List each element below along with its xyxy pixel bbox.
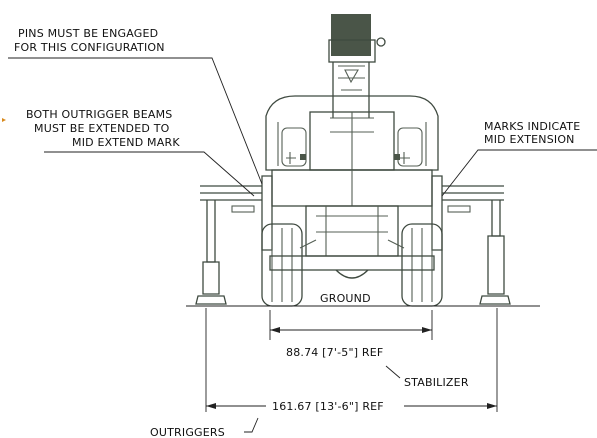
- beams-note-line1: BOTH OUTRIGGER BEAMS: [26, 108, 172, 121]
- stabilizer-dimension: 88.74 [7'-5"] REF STABILIZER: [269, 310, 469, 389]
- boom-bracket: [344, 69, 359, 84]
- beams-callout: BOTH OUTRIGGER BEAMS MUST BE EXTENDED TO…: [2, 108, 255, 197]
- marks-note-line1: MARKS INDICATE: [484, 120, 580, 133]
- left-outrigger: [195, 185, 262, 305]
- cab-outline: [265, 95, 439, 171]
- right-outrigger-cylinder: [487, 235, 505, 295]
- left-outrigger-beam: [200, 185, 262, 201]
- right-outrigger-pad: [479, 295, 511, 305]
- left-extension-mark: [231, 205, 255, 213]
- axle-lines: [316, 206, 388, 256]
- stabilizer-links: [299, 239, 405, 249]
- right-rail: [397, 127, 423, 167]
- boom-head: [331, 14, 371, 56]
- valve-right: [394, 154, 400, 160]
- axle-housing: [305, 205, 399, 257]
- accent-marker: [2, 118, 6, 122]
- stabilizer-dimension-text: 88.74 [7'-5"] REF: [286, 346, 383, 359]
- marks-callout: MARKS INDICATE MID EXTENSION: [441, 120, 597, 197]
- beams-note-line2: MUST BE EXTENDED TO: [34, 122, 170, 135]
- beams-note-line3: MID EXTEND MARK: [72, 136, 180, 149]
- boom-assembly: [328, 14, 386, 118]
- right-outrigger-leg: [491, 200, 501, 237]
- left-outrigger-pad: [195, 295, 227, 305]
- right-outrigger: [442, 185, 511, 305]
- ground-label: GROUND: [320, 292, 371, 305]
- outrigger-dimension: 161.67 [13'-6"] REF OUTRIGGERS: [150, 308, 498, 438]
- boom-column: [332, 62, 370, 118]
- left-tire-tread: [271, 228, 293, 302]
- right-tire-tread: [411, 228, 433, 302]
- valve-left: [300, 154, 306, 160]
- boom-sheave: [376, 37, 386, 47]
- right-outrigger-beam: [442, 185, 504, 201]
- beams-leader: [44, 151, 255, 197]
- boom-winch: [328, 39, 376, 63]
- marks-note-line2: MID EXTENSION: [484, 133, 575, 146]
- cab-frame: [265, 95, 439, 171]
- stabilizer-label: STABILIZER: [404, 376, 469, 389]
- right-extension-mark: [447, 205, 471, 213]
- stabilizer-bar: [269, 255, 435, 271]
- pins-note-line2: FOR THIS CONFIGURATION: [14, 41, 165, 54]
- axle-assembly: [269, 205, 435, 279]
- cab-sides: [277, 122, 427, 166]
- pins-callout: PINS MUST BE ENGAGED FOR THIS CONFIGURAT…: [8, 27, 263, 185]
- hydraulic-fittings: [286, 152, 410, 164]
- differential: [335, 269, 369, 279]
- stabilizer-leader: [385, 365, 401, 379]
- outrigger-dimension-text: 161.67 [13'-6"] REF: [272, 400, 384, 413]
- pins-leader: [8, 57, 263, 185]
- chassis-body: [261, 169, 443, 251]
- marks-leader: [441, 149, 597, 197]
- left-outrigger-leg: [206, 200, 216, 263]
- left-outrigger-cylinder: [202, 261, 220, 295]
- boom-braces: [338, 65, 365, 91]
- pins-note-line1: PINS MUST BE ENGAGED: [18, 27, 158, 40]
- tower-lines: [330, 112, 374, 170]
- left-rail: [281, 127, 307, 167]
- outriggers-leader: [244, 417, 259, 433]
- outriggers-label: OUTRIGGERS: [150, 426, 225, 438]
